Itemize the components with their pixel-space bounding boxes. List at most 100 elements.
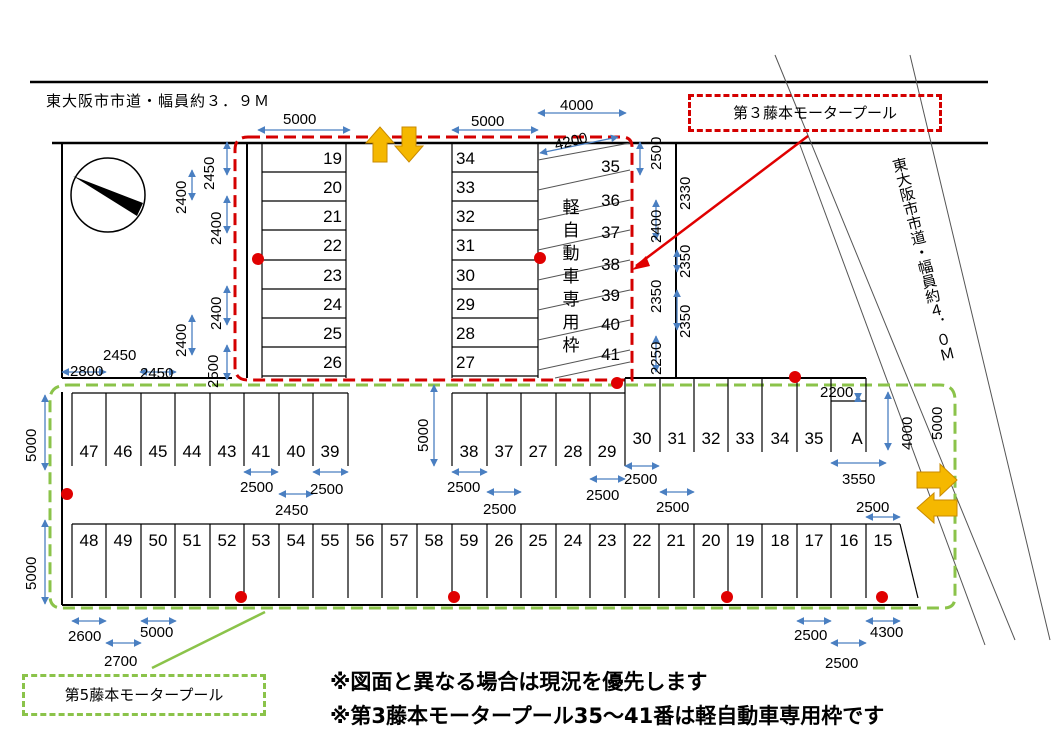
dimension-label: 2250 [648, 342, 665, 375]
dimension-label: 2450 [103, 347, 136, 364]
stall-number: 21 [323, 207, 342, 226]
dimension-label: 2400 [648, 210, 665, 243]
stall-number: 35 [601, 157, 620, 176]
stall-number: 25 [323, 324, 342, 343]
stall-number: 38 [460, 442, 479, 461]
stall-number: 17 [805, 531, 824, 550]
dimension-label: 5000 [929, 407, 946, 440]
stall-number: 40 [287, 442, 306, 461]
stall-number: 28 [456, 324, 475, 343]
stall-number: 20 [702, 531, 721, 550]
stall-number: 53 [252, 531, 271, 550]
stall-number: 45 [149, 442, 168, 461]
dimension-label: 2200 [820, 384, 853, 401]
dimension-label: 2500 [240, 479, 273, 496]
stall-number: 40 [601, 315, 620, 334]
dimension-label: 2400 [208, 212, 225, 245]
stall-number: 16 [840, 531, 859, 550]
entry-exit-arrows-right [916, 462, 958, 525]
stall-number: 49 [114, 531, 133, 550]
stall-number: 52 [218, 531, 237, 550]
dimension-label: 4000 [560, 97, 593, 114]
dimension-label: 2500 [825, 655, 858, 672]
stall-number: 43 [218, 442, 237, 461]
dimension-label: 3550 [842, 471, 875, 488]
stall-number: 51 [183, 531, 202, 550]
stall-number: 28 [564, 442, 583, 461]
stall-number: 31 [668, 429, 687, 448]
stall-number: 22 [323, 236, 342, 255]
stall-number: 24 [323, 295, 342, 314]
pool5-boundary [48, 383, 957, 610]
stall-number: 33 [456, 178, 475, 197]
road-lines [30, 80, 988, 145]
stall-number: 15 [874, 531, 893, 550]
stall-number: 32 [702, 429, 721, 448]
dimension-label: 2500 [586, 487, 619, 504]
stall-number: 21 [667, 531, 686, 550]
dimension-label: 2800 [70, 363, 103, 380]
dimension-label: 5000 [415, 419, 432, 452]
stall-number: 23 [323, 266, 342, 285]
stall-number: 46 [114, 442, 133, 461]
stall-number: 41 [252, 442, 271, 461]
mid-left-stalls [71, 392, 349, 466]
dimension-label: 2500 [447, 479, 480, 496]
stall-number: 32 [456, 207, 475, 226]
diagonal-road-lines [774, 54, 1051, 646]
stall-number: 37 [495, 442, 514, 461]
kei-label-char: 動 [563, 244, 580, 264]
pool5-callout-line [151, 610, 266, 670]
kei-label-char: 車 [563, 267, 580, 287]
stall-number: 36 [601, 191, 620, 210]
stall-number: 34 [456, 149, 475, 168]
dimension-label: 2500 [794, 627, 827, 644]
dimension-label: 2350 [677, 305, 694, 338]
kei-label-char: 用 [563, 313, 580, 333]
dimension-label: 4200 [553, 129, 589, 154]
dimension-label: 2500 [656, 499, 689, 516]
stall-number: 55 [321, 531, 340, 550]
stall-number: 34 [771, 429, 790, 448]
stall-number: 30 [633, 429, 652, 448]
stall-number: 29 [456, 295, 475, 314]
stall-number: 59 [460, 531, 479, 550]
dimension-label: 2500 [856, 499, 889, 516]
dimension-label: 5000 [283, 111, 316, 128]
note-priority: ※図面と異なる場合は現況を優先します [330, 670, 708, 694]
dimension-label: 2350 [648, 280, 665, 313]
stall-number: 18 [771, 531, 790, 550]
stall-number: 31 [456, 236, 475, 255]
stall-number: 37 [601, 223, 620, 242]
dimension-label: 2450 [140, 365, 173, 382]
dimension-label: 4300 [870, 624, 903, 641]
dimension-label: 5000 [140, 624, 173, 641]
stall-number: 47 [80, 442, 99, 461]
pool3-boundary [233, 135, 634, 382]
note-kei-spaces: ※第3藤本モータープール35～41番は軽自動車専用枠です [330, 704, 885, 728]
dimension-label: 5000 [471, 113, 504, 130]
stall-number: 19 [736, 531, 755, 550]
kei-label-char: 専 [563, 290, 580, 310]
entry-exit-arrows-top [364, 126, 425, 163]
stall-number: 56 [356, 531, 375, 550]
dimension-label: 2450 [275, 502, 308, 519]
stall-number: 19 [323, 149, 342, 168]
pool3-callout-line [635, 135, 809, 267]
pool5-label: 第5藤本モータープール [22, 674, 266, 716]
stall-number: 44 [183, 442, 202, 461]
bottom-stalls [71, 523, 919, 599]
pool3-label: 第３藤本モータープール [688, 94, 942, 132]
stall-number: 27 [529, 442, 548, 461]
kei-label-char: 自 [563, 221, 580, 241]
dimension-label: 2330 [677, 177, 694, 210]
kei-label-char: 軽 [563, 198, 580, 218]
stall-number: 23 [598, 531, 617, 550]
mid-right-stalls [659, 378, 867, 452]
stall-number: 58 [425, 531, 444, 550]
stall-number: 38 [601, 255, 620, 274]
dimension-label: 2500 [205, 355, 222, 388]
stall-number: A [851, 429, 863, 448]
stall-number: 57 [390, 531, 409, 550]
